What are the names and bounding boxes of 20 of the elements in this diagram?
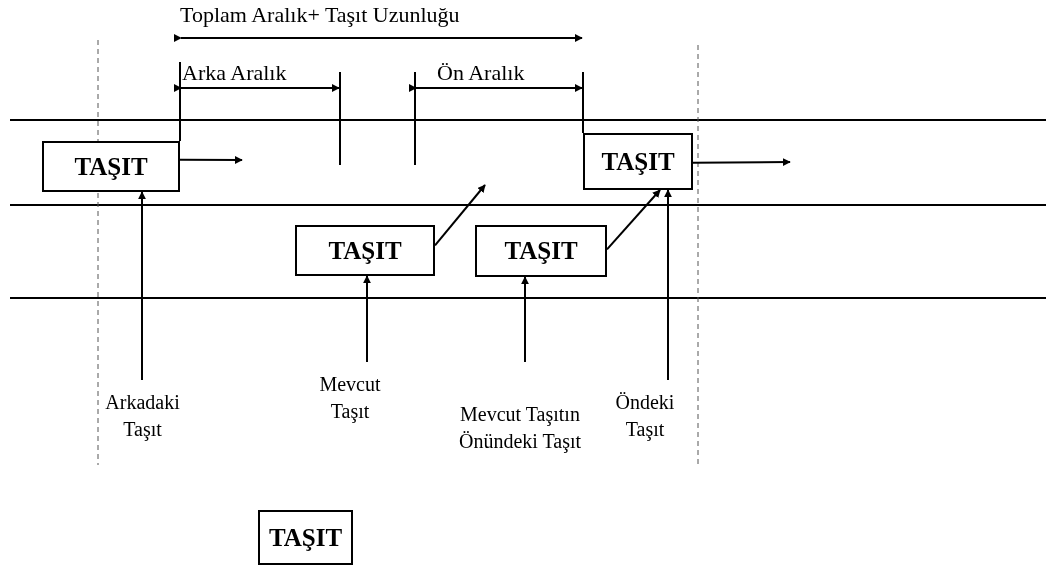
dimension-label: Ön Aralık — [437, 62, 525, 84]
arrow — [179, 156, 243, 164]
leader-line — [363, 275, 371, 363]
vehicle-box: TAŞIT — [295, 225, 435, 276]
arrow — [606, 189, 661, 251]
leader-line — [664, 189, 672, 381]
vehicle-box: TAŞIT — [583, 133, 693, 190]
leader-line — [138, 191, 146, 381]
vehicle-box: TAŞIT — [258, 510, 353, 565]
arrow — [434, 184, 486, 247]
vehicle-caption: Öndeki Taşıt — [605, 386, 685, 446]
leader-line — [521, 276, 529, 363]
arrow — [692, 158, 791, 167]
vehicle-box: TAŞIT — [475, 225, 607, 277]
dimension-label: Arka Aralık — [182, 62, 287, 84]
vehicle-caption: Mevcut Taşıt — [305, 368, 395, 428]
vehicle-caption: Mevcut Taşıtın Önündeki Taşıt — [455, 368, 585, 488]
vehicle-caption: Arkadaki Taşıt — [95, 386, 190, 446]
vehicle-box: TAŞIT — [42, 141, 180, 192]
dimension-label: Toplam Aralık+ Taşıt Uzunluğu — [180, 4, 460, 26]
